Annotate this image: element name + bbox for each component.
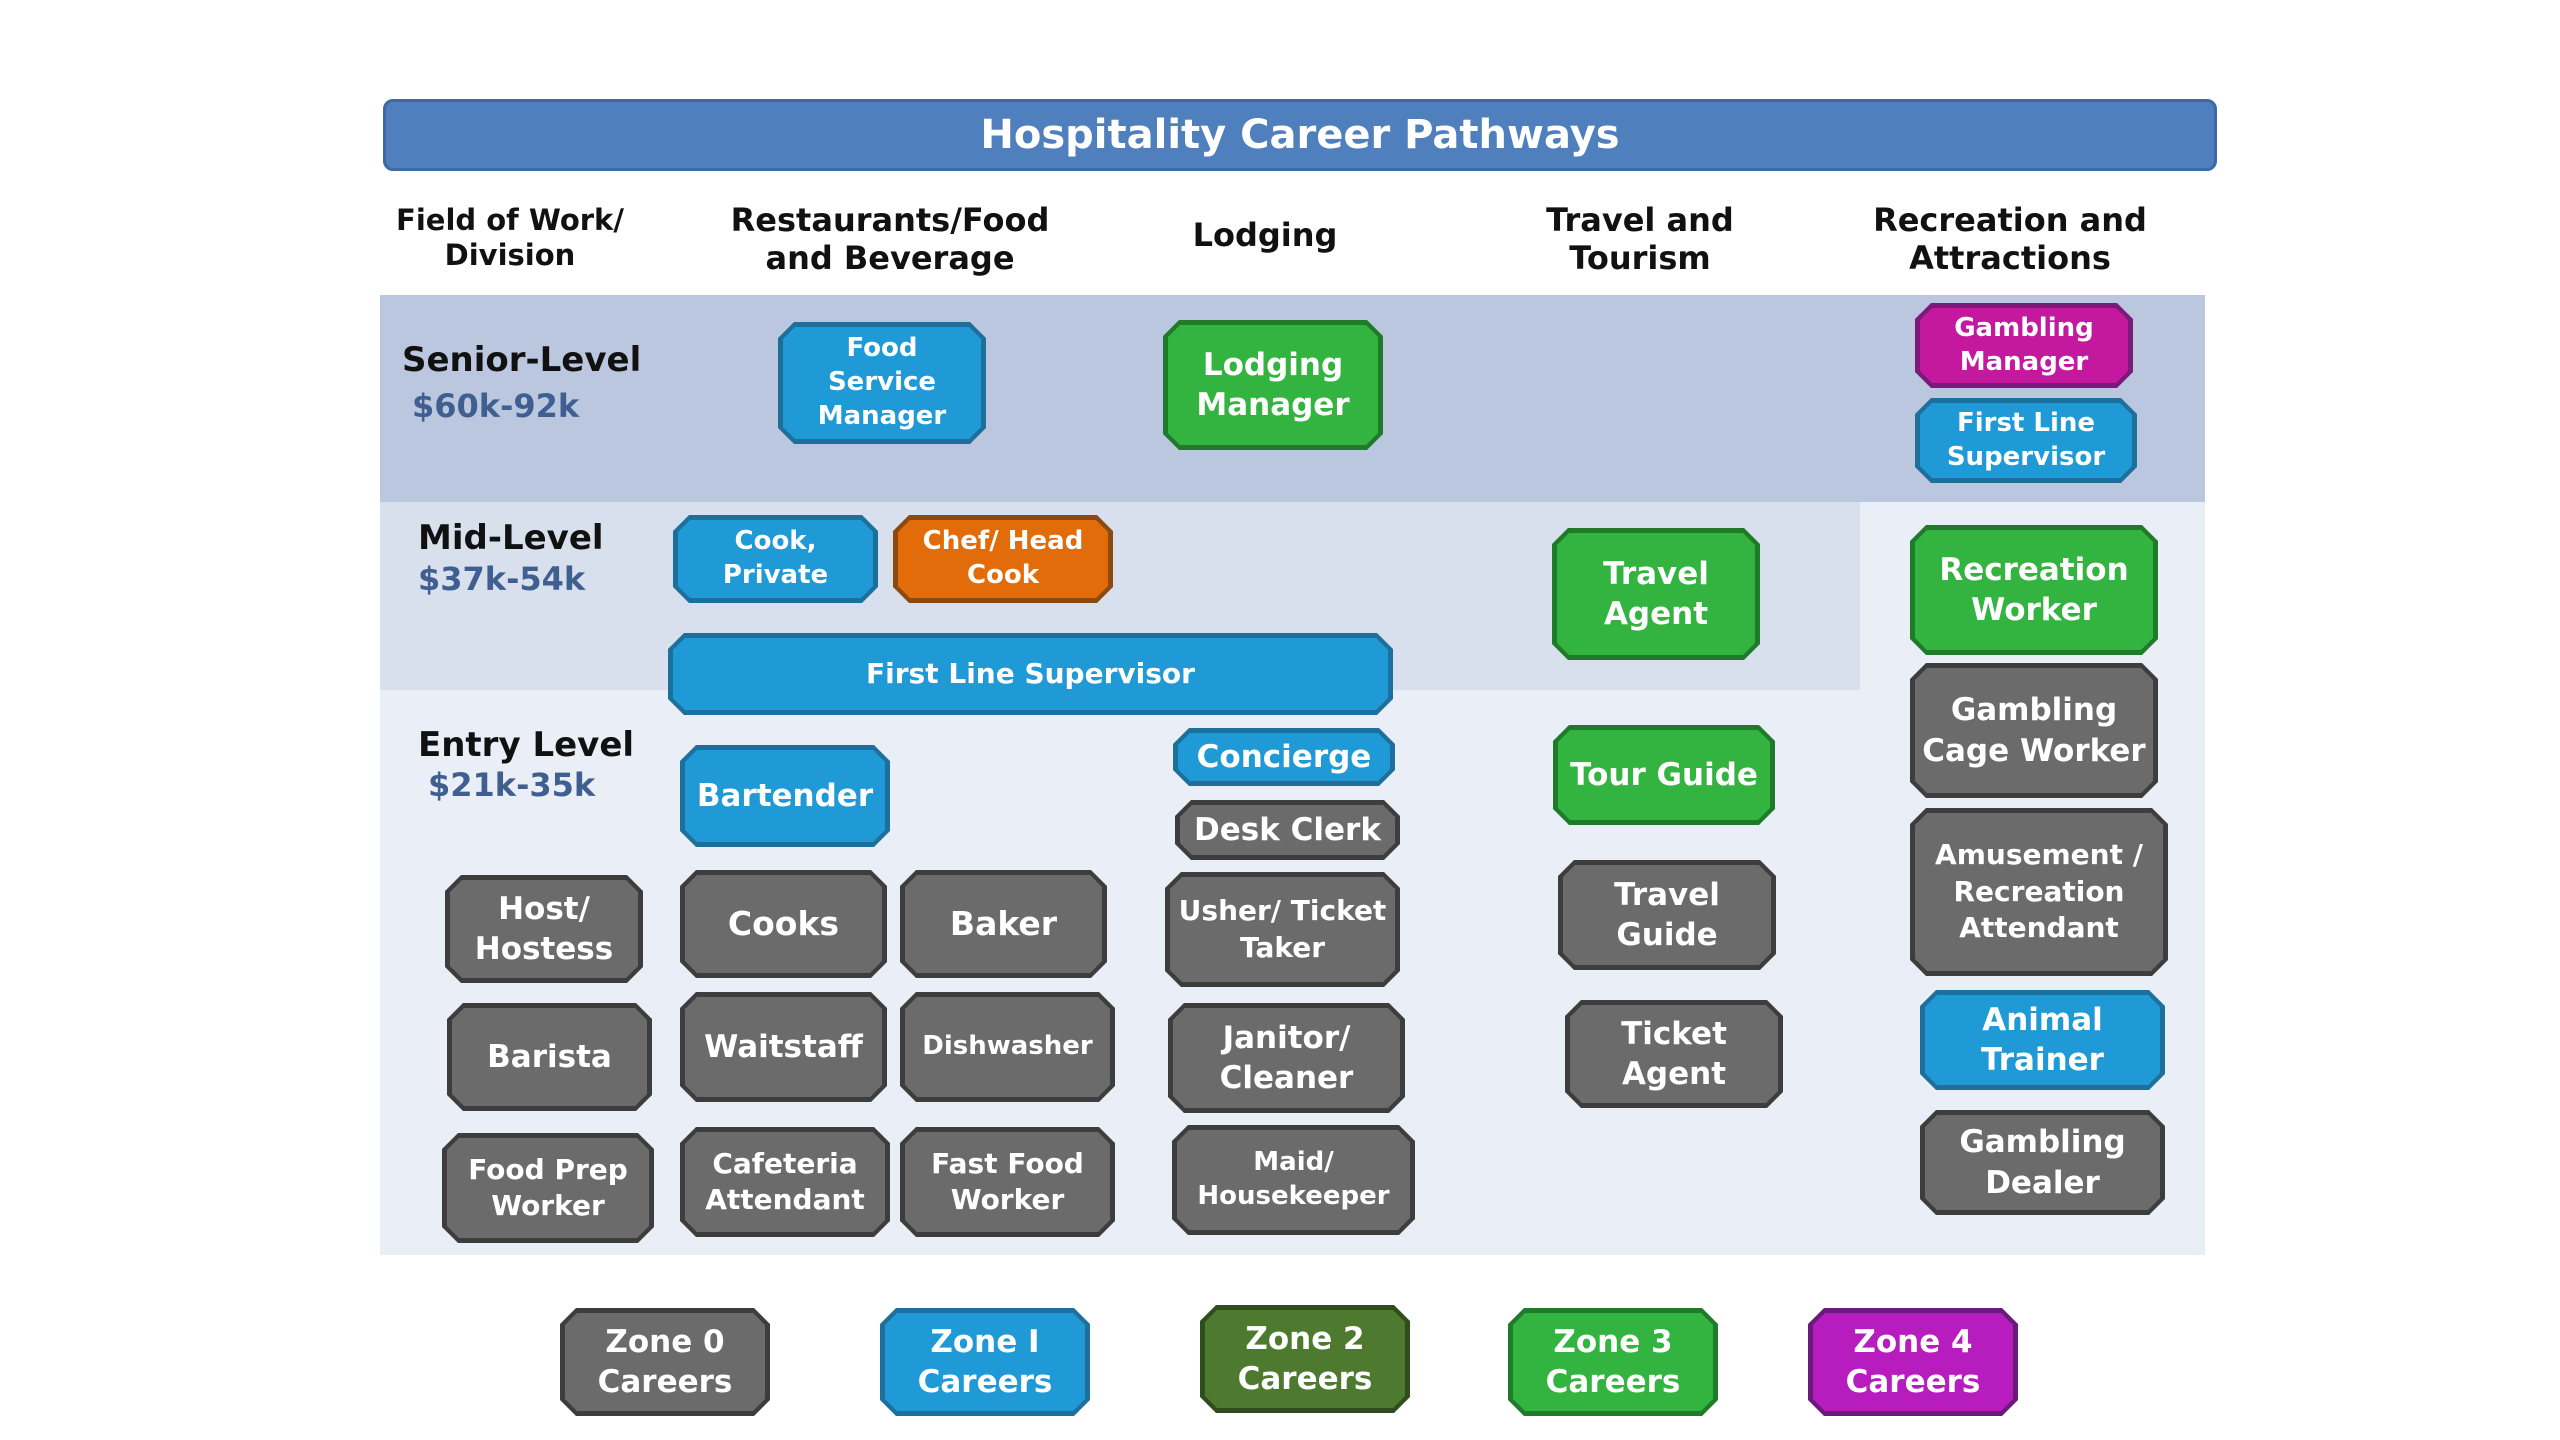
header-field-of-work: Field of Work/ Division [396, 202, 624, 272]
career-recreation-worker: Recreation Worker [1910, 525, 2158, 655]
mid-level-label: Mid-Level [418, 518, 604, 558]
senior-level-salary: $60k-92k [412, 387, 580, 425]
career-cook-private: Cook, Private [673, 515, 878, 603]
career-maid-housekeeper: Maid/ Housekeeper [1172, 1125, 1415, 1235]
career-concierge: Concierge [1173, 728, 1395, 786]
header-recreation: Recreation and Attractions [1873, 200, 2147, 277]
legend-zone-2: Zone 2 Careers [1200, 1305, 1410, 1413]
career-food-prep-worker: Food Prep Worker [442, 1133, 654, 1243]
career-gambling-cage-worker: Gambling Cage Worker [1910, 663, 2158, 798]
career-host-hostess: Host/ Hostess [445, 875, 643, 983]
entry-level-label: Entry Level [418, 725, 635, 765]
career-waitstaff: Waitstaff [680, 992, 887, 1102]
senior-level-label: Senior-Level [402, 340, 642, 380]
career-dishwasher: Dishwasher [900, 992, 1115, 1102]
career-desk-clerk: Desk Clerk [1175, 800, 1400, 860]
mid-level-salary: $37k-54k [418, 560, 586, 598]
career-lodging-manager: Lodging Manager [1163, 320, 1383, 450]
header-lodging: Lodging [1192, 215, 1338, 254]
career-food-service-manager: Food Service Manager [778, 322, 986, 444]
career-gambling-dealer: Gambling Dealer [1920, 1110, 2165, 1215]
legend-zone-4: Zone 4 Careers [1808, 1308, 2018, 1416]
legend-zone-0: Zone 0 Careers [560, 1308, 770, 1416]
career-ticket-agent: Ticket Agent [1565, 1000, 1783, 1108]
career-first-line-supervisor-recreation: First Line Supervisor [1915, 398, 2137, 483]
career-travel-guide: Travel Guide [1558, 860, 1776, 970]
career-animal-trainer: Animal Trainer [1920, 990, 2165, 1090]
entry-level-salary: $21k-35k [428, 766, 596, 804]
career-chef-head-cook: Chef/ Head Cook [893, 515, 1113, 603]
header-restaurants: Restaurants/Food and Beverage [730, 200, 1050, 277]
career-baker: Baker [900, 870, 1107, 978]
career-bartender: Bartender [680, 745, 890, 847]
page-title-text: Hospitality Career Pathways [980, 112, 1620, 158]
career-barista: Barista [447, 1003, 652, 1111]
career-usher-ticket-taker: Usher/ Ticket Taker [1165, 872, 1400, 987]
legend-zone-3: Zone 3 Careers [1508, 1308, 1718, 1416]
header-travel: Travel and Tourism [1546, 200, 1734, 277]
career-travel-agent: Travel Agent [1552, 528, 1760, 660]
page-title: Hospitality Career Pathways [383, 99, 2217, 171]
legend-zone-1: Zone I Careers [880, 1308, 1090, 1416]
career-fast-food-worker: Fast Food Worker [900, 1127, 1115, 1237]
career-tour-guide: Tour Guide [1553, 725, 1775, 825]
career-first-line-supervisor: First Line Supervisor [668, 633, 1393, 715]
career-amusement-recreation-attendant: Amusement / Recreation Attendant [1910, 808, 2168, 976]
career-cafeteria-attendant: Cafeteria Attendant [680, 1127, 890, 1237]
career-gambling-manager: Gambling Manager [1915, 303, 2133, 388]
career-janitor-cleaner: Janitor/ Cleaner [1168, 1003, 1405, 1113]
career-cooks: Cooks [680, 870, 887, 978]
